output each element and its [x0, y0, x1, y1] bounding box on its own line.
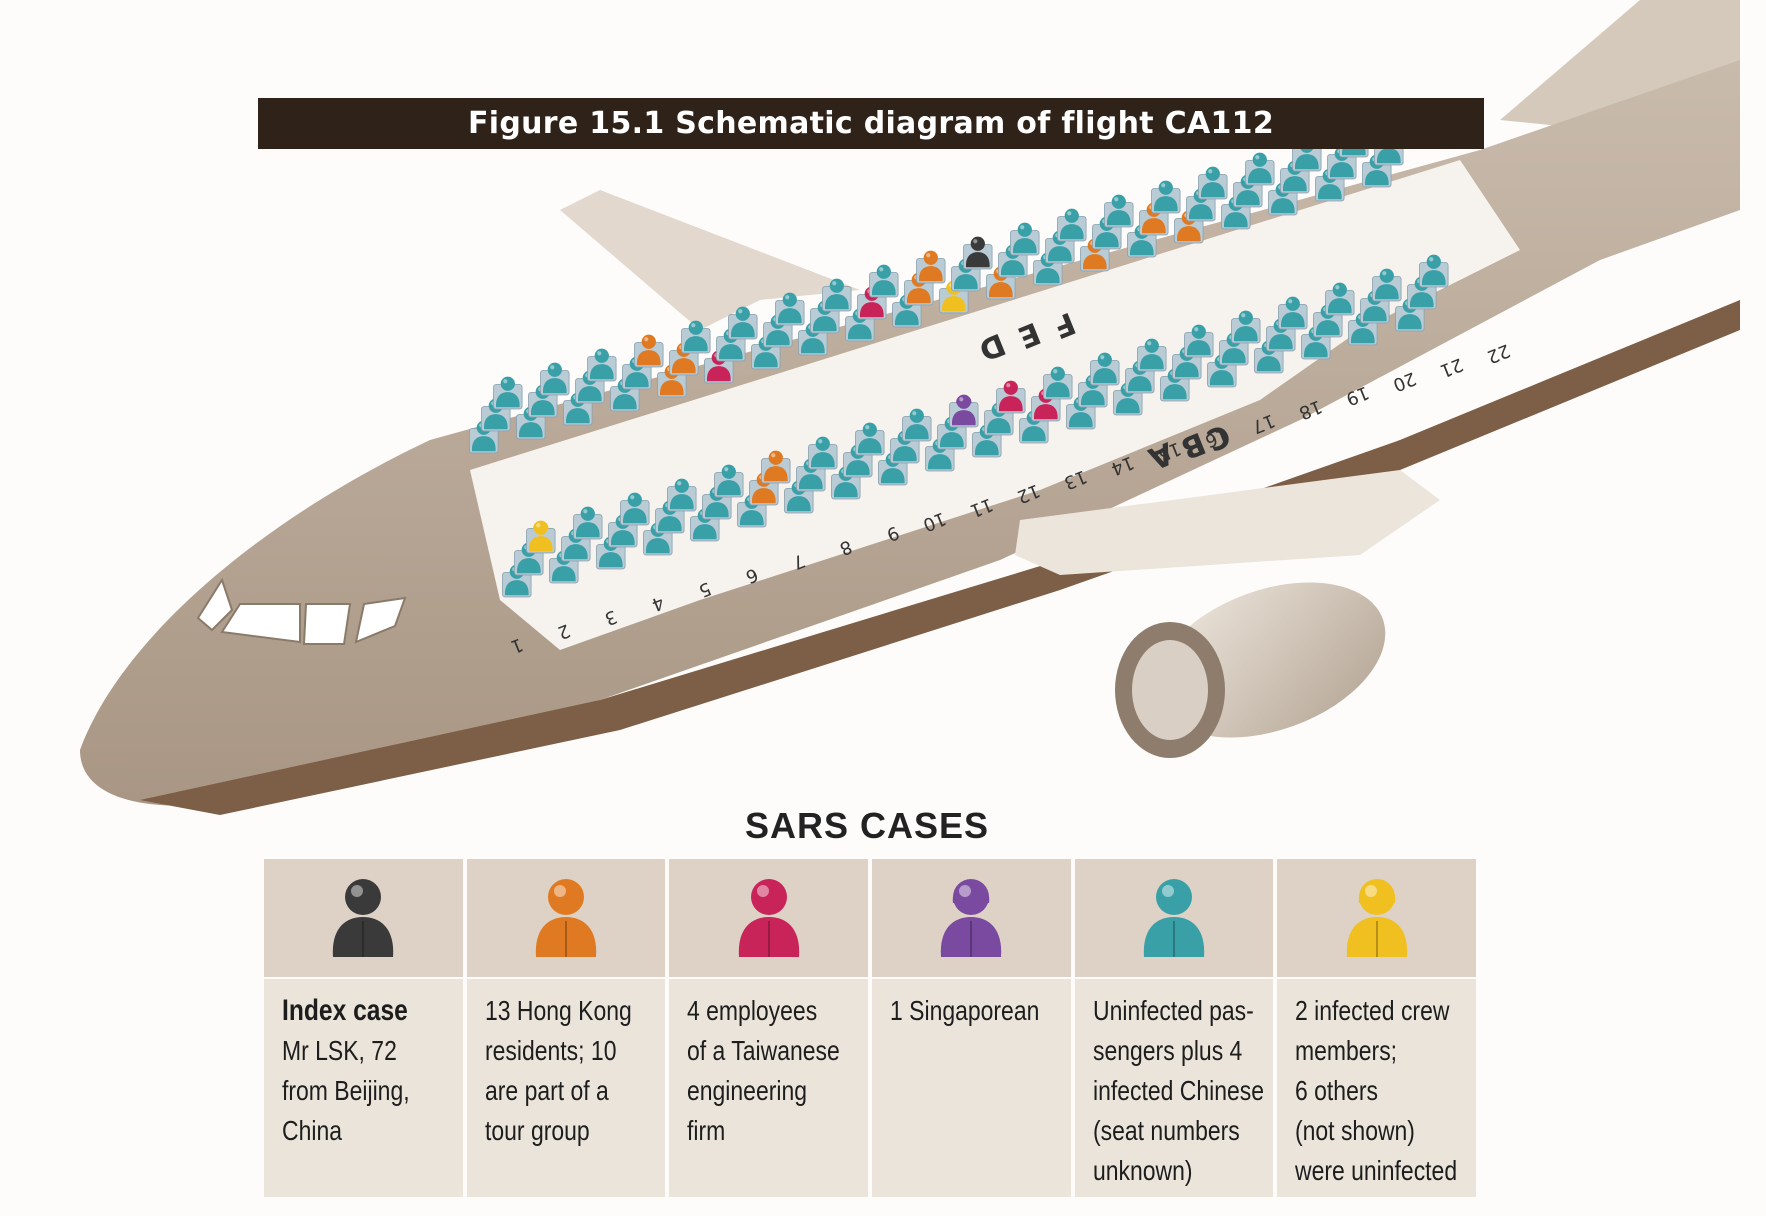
row-number-label: 20	[1390, 367, 1419, 395]
passenger-hongkong	[917, 251, 946, 283]
passenger-uninfected	[1246, 153, 1275, 185]
person-black-icon	[323, 871, 403, 966]
legend-text: Mr LSK, 72 from Beijing, China	[282, 1031, 459, 1151]
legend-lead: Index case	[282, 991, 459, 1031]
legend-text: 4 employees of a Taiwanese engineering f…	[687, 991, 864, 1151]
passenger-uninfected	[1105, 195, 1134, 227]
passenger-hongkong	[635, 335, 664, 367]
row-number-label: 22	[1484, 339, 1513, 367]
legend-item-taiwanese: 4 employees of a Taiwanese engineering f…	[669, 859, 868, 1197]
person-purple-hooded-icon	[931, 871, 1011, 966]
legend-item-uninfected: Uninfected pas- sengers plus 4 infected …	[1075, 859, 1274, 1197]
legend-item-singaporean: 1 Singaporean	[872, 859, 1071, 1197]
legend-item-crew: 2 infected crew members; 6 others (not s…	[1277, 859, 1476, 1197]
legend-text: 1 Singaporean	[890, 991, 1067, 1031]
passenger-index	[964, 237, 993, 269]
person-orange-icon	[526, 871, 606, 966]
person-magenta-icon	[729, 871, 809, 966]
passenger-uninfected	[870, 265, 899, 297]
passenger-uninfected	[494, 377, 523, 409]
legend-title: SARS CASES	[745, 805, 989, 847]
person-yellow-hooded-icon	[1337, 871, 1417, 966]
legend-text: 2 infected crew members; 6 others (not s…	[1295, 991, 1472, 1191]
legend-text: Uninfected pas- sengers plus 4 infected …	[1093, 991, 1270, 1191]
passenger-uninfected	[1152, 181, 1181, 213]
passenger-uninfected	[588, 349, 617, 381]
legend-item-hongkong: 13 Hong Kong residents; 10 are part of a…	[467, 859, 666, 1197]
legend-text: 13 Hong Kong residents; 10 are part of a…	[485, 991, 662, 1151]
row-number-label: 21	[1437, 353, 1466, 381]
figure-title: Figure 15.1 Schematic diagram of flight …	[258, 98, 1484, 149]
passenger-uninfected	[1199, 167, 1228, 199]
passenger-uninfected	[1011, 223, 1040, 255]
passenger-uninfected	[1058, 209, 1087, 241]
person-teal-icon	[1134, 871, 1214, 966]
passenger-uninfected	[541, 363, 570, 395]
